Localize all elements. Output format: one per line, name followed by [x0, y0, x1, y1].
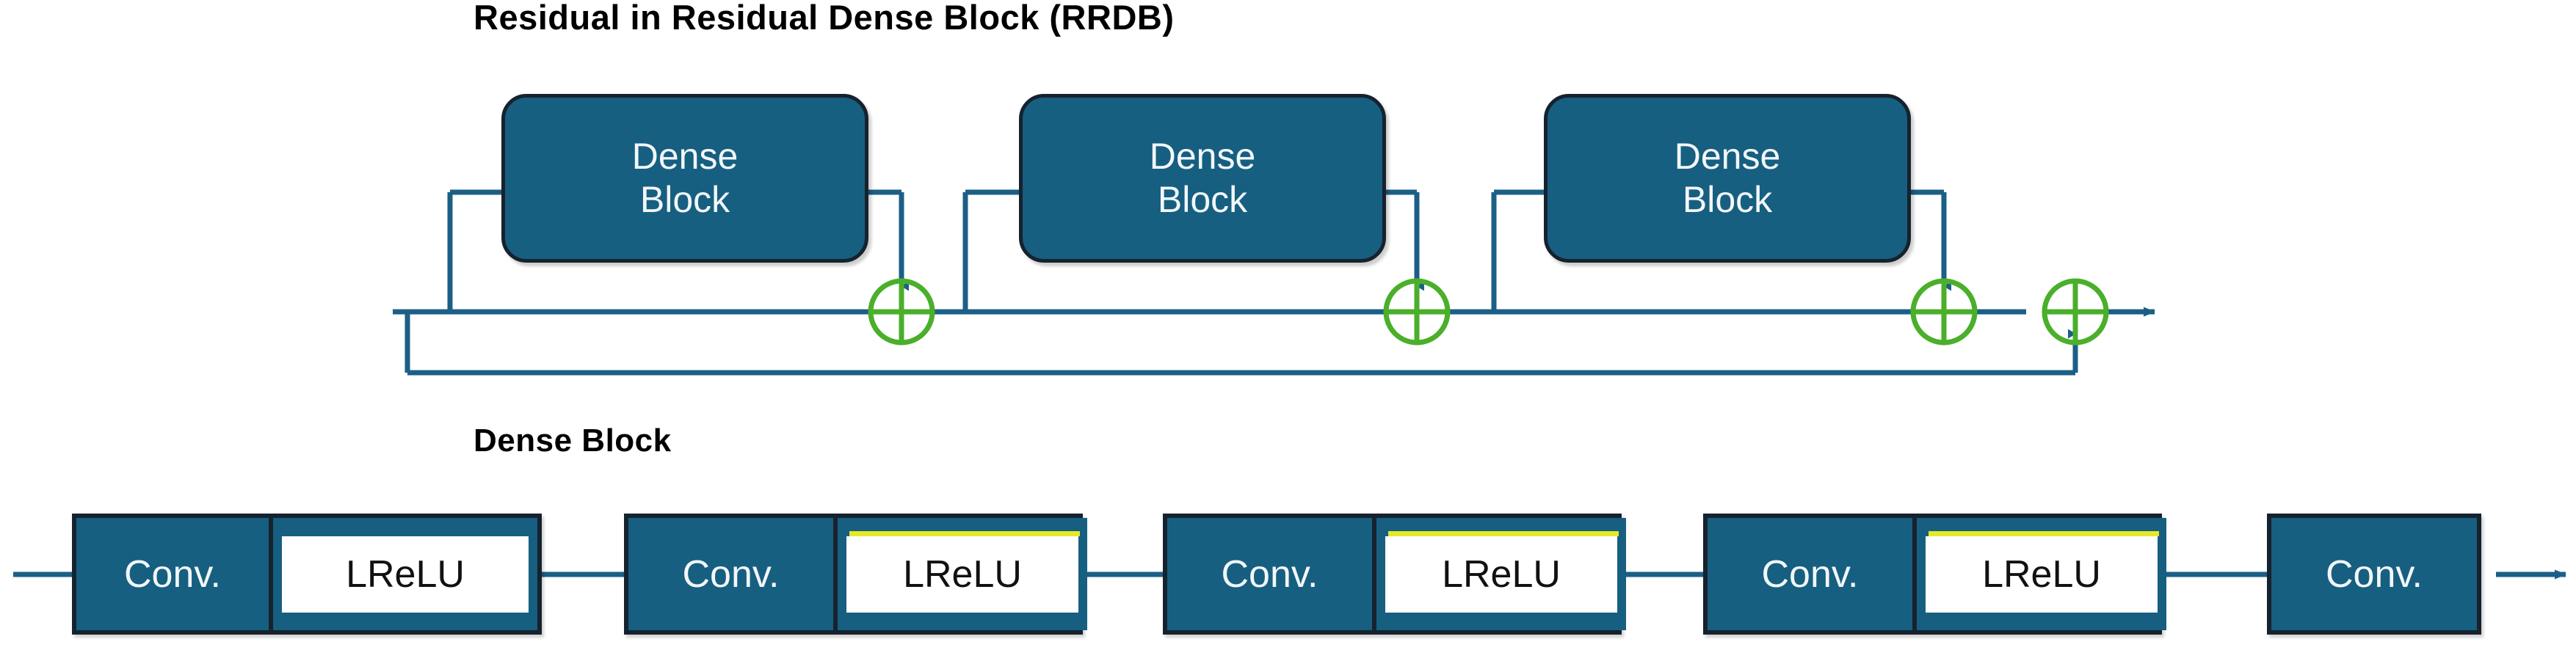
conv-label-3: Conv.	[1167, 518, 1376, 630]
conv-lrelu-unit-2[interactable]: Conv. LReLU	[624, 514, 1087, 635]
lrelu-cell-4: LReLU	[1917, 518, 2166, 630]
lrelu-label-3: LReLU	[1385, 530, 1619, 613]
lrelu-label-1: LReLU	[282, 536, 529, 613]
dense-block-title: Dense Block	[474, 423, 672, 459]
dense-block-node-3[interactable]: Dense Block	[1544, 94, 1911, 263]
lrelu-label-2: LReLU	[846, 530, 1080, 613]
conv-label-5: Conv.	[2271, 552, 2477, 596]
dense-block-node-2[interactable]: Dense Block	[1019, 94, 1386, 263]
lrelu-label-4: LReLU	[1926, 530, 2159, 613]
dense-block-label-line2: Block	[1157, 179, 1248, 220]
dense-block-label-line1: Dense	[1149, 136, 1256, 177]
lrelu-cell-3: LReLU	[1376, 518, 1626, 630]
dense-block-node-1[interactable]: Dense Block	[501, 94, 868, 263]
conv-label-2: Conv.	[628, 518, 838, 630]
dense-block-label-line1: Dense	[631, 136, 739, 177]
conv-lrelu-unit-3[interactable]: Conv. LReLU	[1163, 514, 1626, 635]
plus-circle-icon-2	[1383, 278, 1451, 346]
dense-block-label-line2: Block	[1682, 179, 1773, 220]
lrelu-cell-1: LReLU	[273, 518, 537, 630]
conv-lrelu-unit-1[interactable]: Conv. LReLU	[72, 514, 542, 635]
conv-label-1: Conv.	[76, 518, 273, 630]
plus-circle-icon-3	[1910, 278, 1978, 346]
plus-circle-icon-4	[2042, 278, 2109, 346]
conv-unit-5[interactable]: Conv.	[2267, 514, 2481, 635]
lrelu-cell-2: LReLU	[838, 518, 1087, 630]
dense-block-label-line1: Dense	[1674, 136, 1781, 177]
plus-circle-icon-1	[868, 278, 935, 346]
dense-block-label-line2: Block	[639, 179, 730, 220]
conv-lrelu-unit-4[interactable]: Conv. LReLU	[1703, 514, 2166, 635]
adder-group	[868, 278, 2109, 346]
conv-label-4: Conv.	[1708, 518, 1917, 630]
rrdb-title: Residual in Residual Dense Block (RRDB)	[474, 0, 1175, 37]
